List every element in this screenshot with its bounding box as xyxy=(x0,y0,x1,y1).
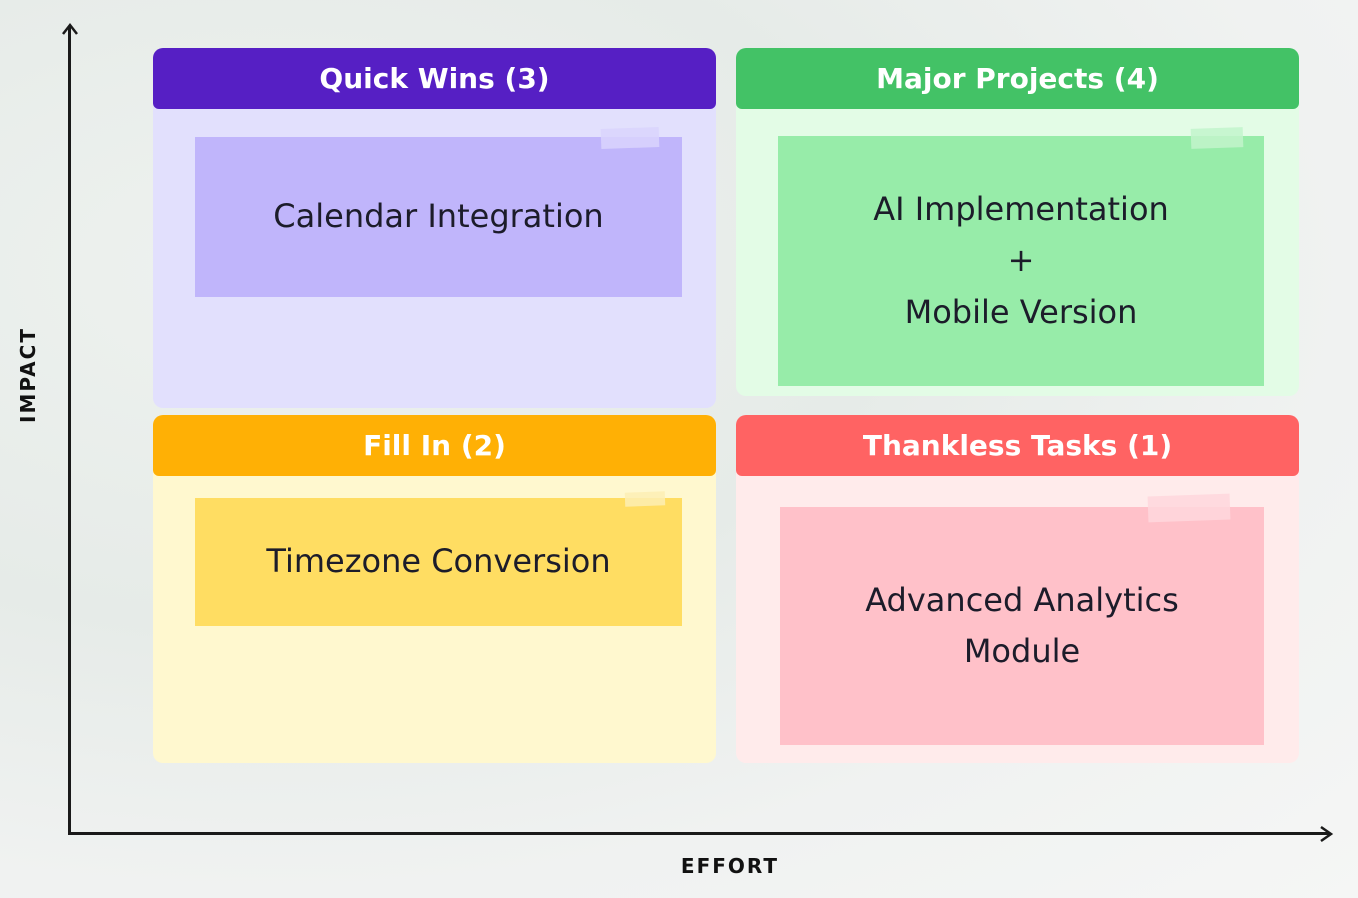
sticky-note[interactable]: Timezone Conversion xyxy=(195,498,682,626)
impact-axis xyxy=(68,26,71,835)
sticky-note[interactable]: Advanced Analytics Module xyxy=(780,507,1264,745)
quadrant-major-projects: Major Projects (4) AI Implementation + M… xyxy=(736,48,1299,396)
sticky-note[interactable]: Calendar Integration xyxy=(195,137,682,297)
sticky-note[interactable]: AI Implementation + Mobile Version xyxy=(778,136,1264,386)
tape-decoration xyxy=(600,126,660,150)
note-text: AI Implementation xyxy=(873,190,1169,229)
quadrant-title: Thankless Tasks (1) xyxy=(862,429,1173,462)
note-text: Module xyxy=(963,632,1081,670)
tape-decoration xyxy=(1147,493,1231,523)
note-text: Mobile Version xyxy=(904,292,1138,331)
note-text: + xyxy=(1007,241,1035,280)
effort-axis xyxy=(68,832,1330,835)
effort-axis-label: EFFORT xyxy=(680,854,780,878)
note-text: Calendar Integration xyxy=(273,197,604,236)
note-text: Timezone Conversion xyxy=(266,542,611,581)
tape-decoration xyxy=(624,491,666,507)
quadrant-quick-wins: Quick Wins (3) Calendar Integration xyxy=(153,48,716,408)
quadrant-title: Major Projects (4) xyxy=(876,62,1159,95)
tape-decoration xyxy=(1190,127,1244,149)
quadrant-fill-in: Fill In (2) Timezone Conversion xyxy=(153,415,716,763)
quadrant-header: Fill In (2) xyxy=(153,415,716,476)
quadrant-title: Fill In (2) xyxy=(363,429,506,462)
quadrant-title: Quick Wins (3) xyxy=(319,62,550,95)
impact-axis-label: IMPACT xyxy=(16,327,40,423)
arrow-right-icon xyxy=(1320,825,1334,843)
quadrant-header: Quick Wins (3) xyxy=(153,48,716,109)
quadrant-header: Thankless Tasks (1) xyxy=(736,415,1299,476)
arrow-up-icon xyxy=(62,22,78,35)
note-text: Advanced Analytics xyxy=(865,580,1179,619)
quadrant-thankless-tasks: Thankless Tasks (1) Advanced Analytics M… xyxy=(736,415,1299,763)
quadrant-header: Major Projects (4) xyxy=(736,48,1299,109)
